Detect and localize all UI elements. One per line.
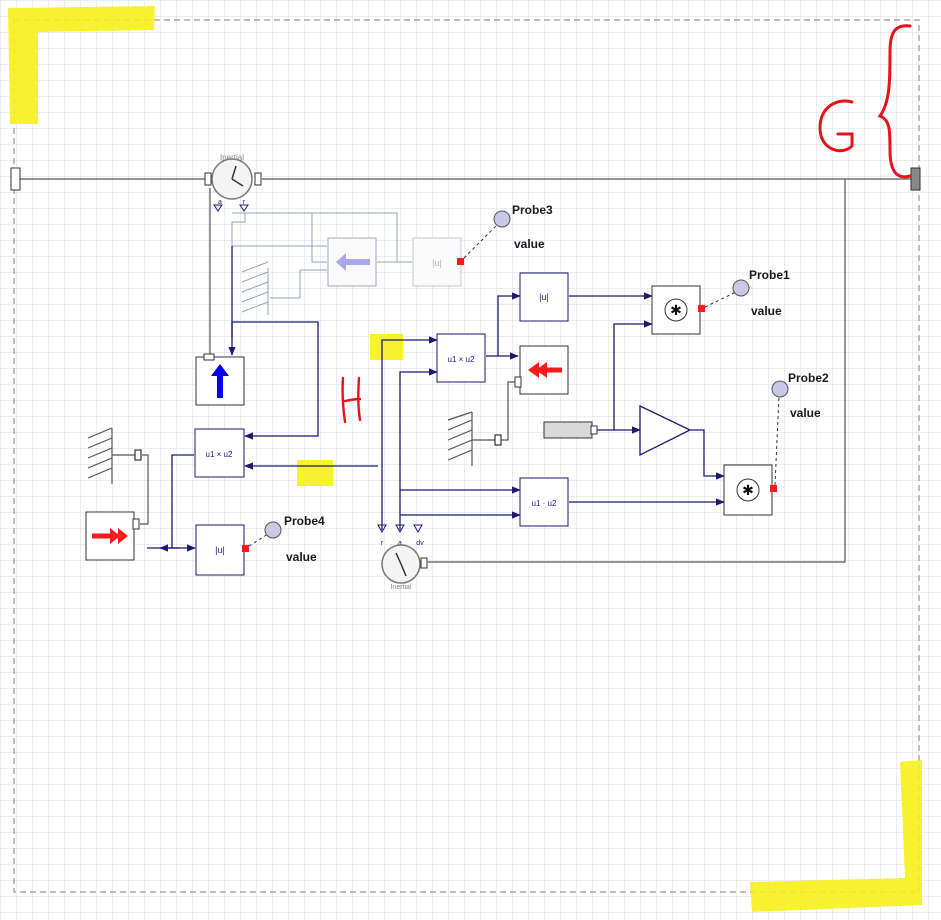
right-flange[interactable] bbox=[910, 167, 921, 191]
frame-wires bbox=[20, 178, 912, 563]
annotation-g bbox=[818, 24, 912, 179]
top-sensor[interactable]: Inertial a r bbox=[204, 153, 262, 212]
left-gray-wires bbox=[140, 454, 149, 525]
dot-label: u1 · u2 bbox=[532, 499, 557, 508]
faded-norm-block[interactable]: |u| bbox=[412, 237, 462, 287]
bottom-port-r: r bbox=[381, 540, 384, 547]
probe1-name: Probe1 bbox=[749, 268, 790, 282]
probe2-value: value bbox=[790, 406, 821, 420]
left-flange[interactable] bbox=[10, 167, 21, 191]
probe3-value: value bbox=[514, 237, 545, 251]
probe4-link bbox=[248, 533, 269, 547]
center-wires bbox=[381, 292, 725, 530]
vertical-force-block[interactable] bbox=[195, 353, 245, 406]
world-force-block[interactable] bbox=[514, 345, 569, 395]
probe2-link bbox=[774, 395, 780, 486]
probe3-name: Probe3 bbox=[512, 203, 553, 217]
probe4[interactable]: Probe4 value bbox=[264, 514, 325, 564]
cross-left-label: u1 × u2 bbox=[206, 450, 233, 459]
dot-product-block[interactable]: u1 · u2 bbox=[519, 477, 569, 527]
bottom-sensor[interactable]: r a dv Inertial bbox=[377, 524, 428, 591]
center-ground bbox=[447, 381, 515, 466]
probe4-value: value bbox=[286, 550, 317, 564]
faded-section bbox=[231, 212, 412, 299]
bottom-port-dv: dv bbox=[416, 540, 424, 547]
cross-center-label: u1 × u2 bbox=[448, 355, 475, 364]
faded-norm-label: |u| bbox=[432, 258, 442, 268]
top-sensor-port-r: r bbox=[243, 199, 246, 206]
product2-symbol: ✱ bbox=[742, 482, 754, 498]
yellow-highlights bbox=[8, 6, 922, 912]
horizontal-force-block[interactable] bbox=[85, 511, 140, 561]
annotation-h bbox=[341, 376, 362, 424]
top-sensor-port-a: a bbox=[218, 199, 222, 206]
bottom-sensor-label: Inertial bbox=[390, 584, 411, 591]
faded-force-block[interactable] bbox=[327, 237, 377, 287]
product-block-probe2[interactable]: ✱ bbox=[723, 464, 773, 516]
probe1-port[interactable] bbox=[698, 305, 705, 312]
probe4-port[interactable] bbox=[242, 545, 249, 552]
norm-block-probe1[interactable]: |u| bbox=[519, 272, 569, 322]
cross-product-left[interactable]: u1 × u2 bbox=[194, 428, 245, 478]
probe2-port[interactable] bbox=[770, 485, 777, 492]
bottom-port-a: a bbox=[398, 540, 402, 547]
probe3-port[interactable] bbox=[457, 258, 464, 265]
probe2-name: Probe2 bbox=[788, 371, 829, 385]
left-wires bbox=[147, 246, 378, 552]
constant-block[interactable] bbox=[543, 421, 598, 439]
norm1-label: |u| bbox=[539, 292, 549, 302]
probe1-value: value bbox=[751, 304, 782, 318]
cross-product-center[interactable]: u1 × u2 bbox=[436, 333, 486, 383]
top-sensor-label: Inertial bbox=[220, 153, 244, 162]
norm-block-probe4[interactable]: |u| bbox=[195, 524, 245, 576]
product1-symbol: ✱ bbox=[670, 302, 682, 318]
probe2[interactable]: Probe2 value bbox=[771, 371, 829, 420]
gain-block[interactable] bbox=[639, 404, 692, 457]
norm4-label: |u| bbox=[215, 545, 225, 555]
faded-ground bbox=[241, 261, 269, 315]
probe4-name: Probe4 bbox=[284, 514, 325, 528]
product-block-probe1[interactable]: ✱ bbox=[651, 285, 701, 335]
left-ground bbox=[87, 427, 142, 484]
probe3[interactable]: Probe3 value bbox=[493, 203, 553, 251]
probe3-link bbox=[463, 223, 499, 259]
diagram-border bbox=[13, 19, 920, 893]
probe1[interactable]: Probe1 value bbox=[732, 268, 790, 318]
